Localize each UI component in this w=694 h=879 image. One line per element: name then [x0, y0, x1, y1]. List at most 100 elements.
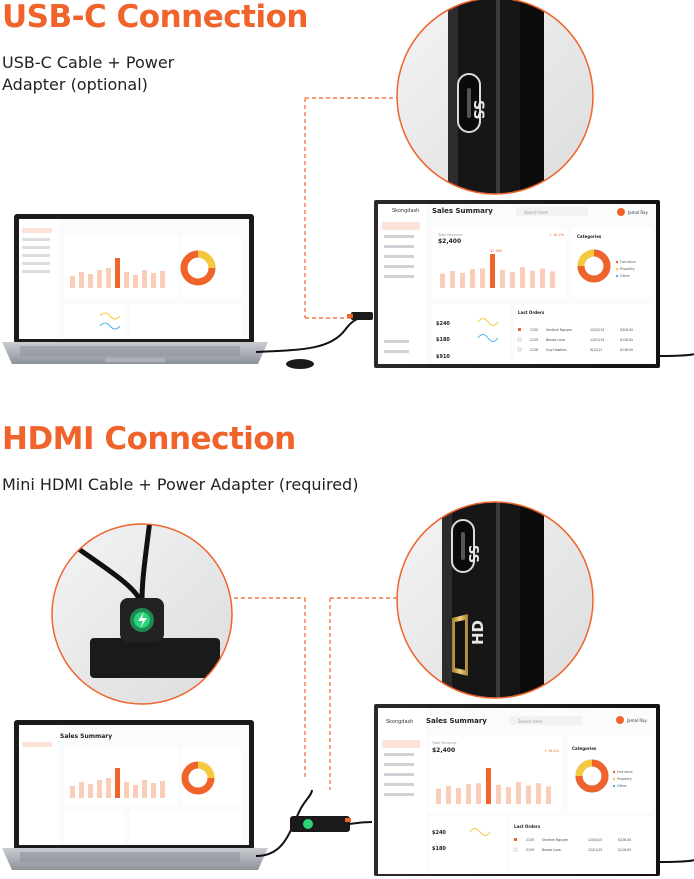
chart-bar — [490, 254, 495, 288]
svg-text:Total Revenue: Total Revenue — [437, 233, 463, 237]
svg-text:Total Revenue: Total Revenue — [431, 741, 457, 745]
cable-coil — [286, 359, 314, 369]
svg-text:Bessie Love: Bessie Love — [542, 848, 561, 852]
svg-text:$2,400: $2,400 — [432, 747, 455, 754]
svg-text:$146.00: $146.00 — [620, 348, 633, 352]
svg-text:+ 16.2%: + 16.2% — [544, 749, 560, 753]
svg-text:Guy Hawkins: Guy Hawkins — [546, 348, 567, 352]
svg-text:2130: 2130 — [530, 328, 538, 332]
usb-c-port-zoom: SS — [396, 0, 594, 195]
chart-bar — [540, 268, 545, 288]
svg-text:Last Orders: Last Orders — [518, 310, 545, 315]
hd-logo: HD — [469, 620, 487, 645]
svg-text:Skongdash: Skongdash — [386, 719, 413, 725]
usb-section-title: USB-C Connection — [2, 0, 308, 35]
hdmi-ports-zoom: SS HD — [396, 501, 594, 699]
svg-text:Sales Summary: Sales Summary — [60, 733, 112, 740]
chart-bar — [496, 784, 501, 804]
svg-text:12/02/15: 12/02/15 — [588, 838, 602, 842]
svg-text:$240: $240 — [436, 321, 450, 327]
chart-bar — [450, 271, 455, 288]
usb-c-plug — [351, 312, 373, 320]
chart-bar — [466, 784, 471, 804]
usb-subtitle-line1: USB-C Cable + Power — [2, 53, 175, 72]
svg-text:2128: 2128 — [530, 348, 538, 352]
svg-text:Search here: Search here — [518, 719, 543, 724]
chart-bar — [520, 267, 525, 288]
monitor-bar-chart-hdmi — [436, 768, 551, 804]
svg-text:$910: $910 — [436, 354, 450, 360]
svg-text:$326.00: $326.00 — [618, 838, 631, 842]
chart-bar — [530, 270, 535, 288]
hdmi-subtitle: Mini HDMI Cable + Power Adapter (require… — [2, 475, 359, 494]
svg-text:2129: 2129 — [530, 338, 538, 342]
svg-text:$116.00: $116.00 — [620, 338, 633, 342]
svg-text:Other: Other — [617, 784, 627, 788]
chart-bar — [550, 271, 555, 288]
svg-text:Jamal Ray: Jamal Ray — [626, 718, 648, 723]
svg-text:Sentinel Nguyen: Sentinel Nguyen — [542, 838, 568, 842]
ss-logo-hdmi: SS — [465, 545, 480, 563]
svg-text:Bessie Love: Bessie Love — [546, 338, 565, 342]
chart-bar — [516, 782, 521, 804]
chart-bar — [526, 785, 531, 804]
monitor-brand-usb: Skongdash — [392, 208, 419, 214]
usb-dashed-guides — [304, 97, 400, 319]
svg-text:Property: Property — [617, 777, 632, 781]
chart-bar — [476, 783, 481, 804]
svg-text:$180: $180 — [436, 337, 450, 343]
monitor-title-hdmi: Sales Summary — [426, 717, 487, 725]
monitor-dashboard-usb: Skongdash Sales Summary Search here Jama… — [378, 204, 652, 364]
svg-text:$2,400: $2,400 — [490, 249, 502, 253]
chart-bar — [480, 268, 485, 288]
avatar — [617, 208, 625, 216]
svg-text:Sentinel Nguyen: Sentinel Nguyen — [546, 328, 572, 332]
chart-bar — [460, 272, 465, 288]
monitor-dashboard-hdmi: Skongdash Sales Summary Search here Jama… — [378, 708, 652, 874]
chart-bar — [510, 272, 515, 288]
power-hub — [290, 816, 350, 832]
svg-text:$180: $180 — [432, 846, 446, 852]
chart-bar — [440, 273, 445, 288]
chart-bar — [446, 786, 451, 804]
hdmi-section-title: HDMI Connection — [2, 421, 296, 457]
chart-bar — [470, 269, 475, 288]
svg-text:Other: Other — [620, 274, 630, 278]
svg-text:Furniture: Furniture — [620, 260, 636, 264]
monitor-search-usb: Search here — [524, 210, 549, 215]
hdmi-dashed-guides — [220, 597, 400, 790]
svg-text:9/12/12: 9/12/12 — [590, 348, 602, 352]
svg-text:+ 16.2%: + 16.2% — [549, 233, 565, 237]
svg-text:$240: $240 — [432, 830, 446, 836]
laptop-dashboard-usb — [19, 219, 242, 339]
svg-text:12/01/15: 12/01/15 — [588, 848, 602, 852]
chart-bar — [546, 786, 551, 804]
monitor-user-usb: Jamal Ray — [627, 210, 649, 215]
power-adapter-zoom — [51, 523, 233, 705]
total-revenue: $2,400 — [438, 238, 461, 245]
charging-indicator-icon — [303, 819, 313, 829]
monitor-bar-chart-usb — [440, 254, 555, 288]
svg-text:2129: 2129 — [526, 848, 534, 852]
chart-bar — [436, 788, 441, 804]
svg-text:Last Orders: Last Orders — [514, 824, 541, 829]
svg-text:2130: 2130 — [526, 838, 534, 842]
ss-logo-usb: SS — [470, 100, 486, 120]
svg-text:12/01/15: 12/01/15 — [590, 338, 604, 342]
svg-text:Property: Property — [620, 267, 635, 271]
svg-text:Furniture: Furniture — [617, 770, 633, 774]
chart-bar — [456, 788, 461, 804]
usb-subtitle-line2: Adapter (optional) — [2, 75, 148, 94]
monitor-title-usb: Sales Summary — [432, 207, 493, 215]
chart-bar — [486, 768, 491, 804]
chart-bar — [506, 787, 511, 804]
laptop-dashboard-hdmi: Sales Summary — [19, 725, 242, 845]
chart-bar — [536, 783, 541, 804]
svg-text:12/02/15: 12/02/15 — [590, 328, 604, 332]
svg-text:Categories: Categories — [572, 746, 597, 751]
svg-text:$116.00: $116.00 — [618, 848, 631, 852]
svg-text:$326.00: $326.00 — [620, 328, 633, 332]
svg-text:Categories: Categories — [577, 234, 602, 239]
chart-bar — [500, 269, 505, 288]
